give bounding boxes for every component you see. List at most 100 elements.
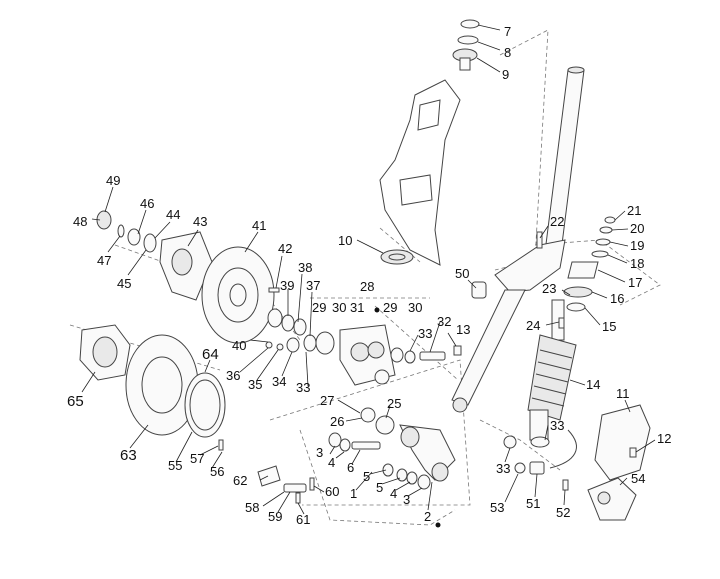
callout-61: 61	[296, 512, 310, 527]
caliper-piston-a	[350, 342, 370, 362]
callout-3-left: 3	[316, 445, 323, 460]
sensor-51	[529, 461, 545, 475]
sensor-cable	[549, 429, 577, 469]
bolt-32	[419, 351, 446, 361]
callout-63: 63	[120, 447, 137, 464]
callout-19: 19	[630, 238, 644, 253]
shock-absorber	[527, 299, 577, 448]
ring-33c	[503, 435, 517, 449]
leader-3b	[407, 487, 423, 497]
shock-eye	[530, 436, 550, 448]
leader-12	[635, 439, 656, 453]
callout-37: 37	[306, 278, 320, 293]
callout-57: 57	[190, 451, 204, 466]
bearing-40	[267, 308, 283, 328]
callout-13: 13	[456, 322, 470, 337]
ring-26	[360, 407, 376, 423]
callout-33-sensor: 33	[496, 461, 510, 476]
bracket-62	[257, 465, 281, 487]
guide-axle-frame	[269, 359, 471, 506]
leader-61	[297, 502, 305, 515]
leader-16	[591, 291, 608, 299]
guide-shock-bottom	[479, 419, 561, 471]
leader-5a	[369, 469, 387, 475]
guide-caliper	[374, 305, 459, 381]
callout-29-right: 29	[383, 300, 397, 315]
bracket-54	[587, 477, 637, 521]
leader-7	[477, 24, 501, 31]
caliper-fitting	[374, 369, 390, 385]
leader-21	[614, 210, 626, 221]
callout-30-right: 30	[408, 300, 422, 315]
nut-47	[117, 224, 125, 238]
leader-65	[81, 371, 96, 393]
leader-27	[337, 399, 361, 414]
callout-50: 50	[455, 266, 469, 281]
nut-21	[604, 216, 616, 224]
leader-13	[447, 332, 457, 347]
nut-7	[460, 19, 480, 29]
front-wheel-hub-assembly	[79, 324, 226, 438]
callout-33-shock: 33	[550, 418, 564, 433]
ring-25	[375, 415, 395, 435]
leader-33b	[305, 351, 309, 387]
leader-36	[239, 347, 269, 373]
screw-12	[629, 447, 637, 458]
fork-tube-upper	[543, 69, 585, 261]
washer-8	[457, 35, 479, 45]
callout-55: 55	[168, 458, 182, 473]
leader-4a	[335, 451, 345, 459]
bearing-34	[286, 337, 300, 353]
leader-53	[504, 473, 519, 503]
callout-28: 28	[360, 279, 374, 294]
callout-45: 45	[117, 276, 131, 291]
ring-44	[143, 233, 157, 253]
shock-body	[529, 409, 549, 441]
cover-parts	[587, 404, 651, 521]
callout-47: 47	[97, 253, 111, 268]
leader-26	[345, 417, 363, 422]
brake-disc-41	[201, 246, 275, 344]
bush-15	[566, 302, 586, 312]
callout-20: 20	[630, 221, 644, 236]
callout-41: 41	[252, 218, 266, 233]
fork-leg	[451, 289, 526, 406]
leader-25	[385, 405, 391, 419]
nut-13	[453, 345, 462, 356]
callout-65: 65	[67, 393, 84, 410]
leader-19	[609, 241, 629, 247]
callout-39: 39	[280, 278, 294, 293]
bush-19	[595, 238, 611, 246]
sensor-59	[283, 483, 307, 493]
leader-37	[309, 291, 313, 337]
seal-39	[281, 314, 295, 332]
callout-17: 17	[628, 275, 642, 290]
callout-16: 16	[610, 291, 624, 306]
leader-46	[137, 209, 147, 235]
steering-column-plate	[399, 174, 433, 206]
tone-ring-55-inner	[189, 379, 221, 431]
leader-54	[619, 477, 628, 486]
steering-column-bracket	[417, 99, 441, 131]
callout-5-left: 5	[363, 469, 370, 484]
cover-11	[594, 404, 651, 481]
callout-6: 6	[347, 460, 354, 475]
callout-11: 11	[616, 386, 630, 401]
callout-12: 12	[657, 431, 671, 446]
leader-35	[256, 349, 279, 381]
washer-20	[599, 226, 613, 234]
leader-63	[129, 424, 149, 449]
callout-10: 10	[338, 233, 352, 248]
leader-5b	[381, 477, 401, 485]
steering-frame-guide	[494, 29, 549, 271]
callout-58: 58	[245, 500, 259, 515]
washer-29	[390, 347, 404, 363]
washer-30	[404, 350, 416, 364]
callout-1: 1	[350, 486, 357, 501]
callout-23: 23	[542, 281, 556, 296]
callout-26: 26	[330, 414, 344, 429]
callout-9: 9	[502, 67, 509, 82]
callout-14: 14	[586, 377, 600, 392]
bush-4a	[339, 438, 351, 452]
